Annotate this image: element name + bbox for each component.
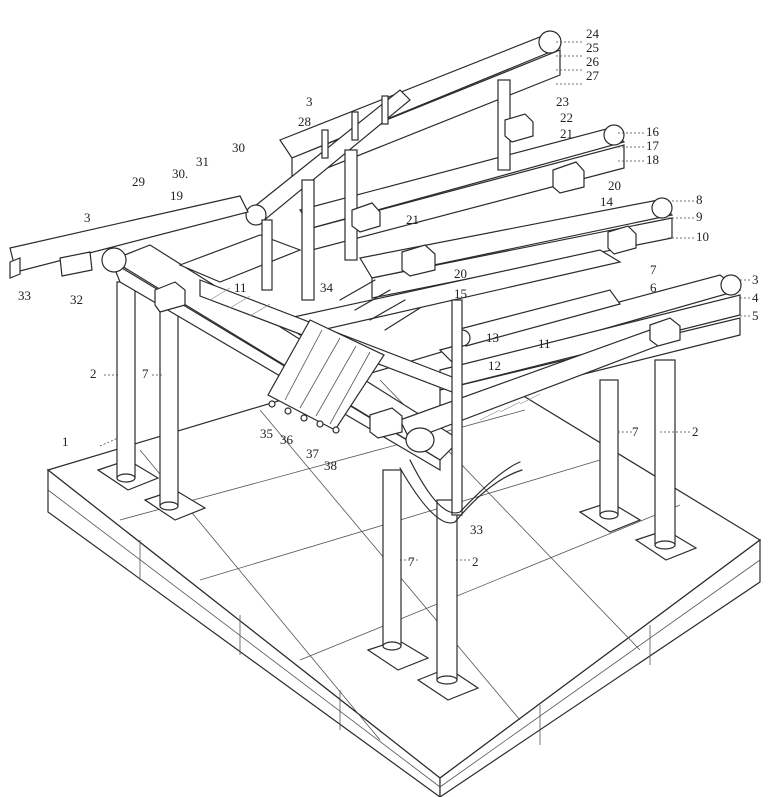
callout-13: 13	[486, 330, 499, 345]
callout-23: 23	[556, 94, 569, 109]
callout-36: 36	[280, 432, 294, 447]
callout-35: 35	[260, 426, 273, 441]
callout-11-left: 11	[234, 280, 247, 295]
callout-31: 31	[196, 154, 209, 169]
callout-32: 32	[70, 292, 83, 307]
callout-2-front: 2	[472, 554, 479, 569]
callout-2-right: 2	[692, 424, 699, 439]
callout-24: 24	[586, 26, 600, 41]
callout-30-top: 30	[232, 140, 245, 155]
callout-6: 6	[650, 280, 657, 295]
callout-15: 15	[454, 286, 467, 301]
callout-10: 10	[696, 229, 709, 244]
callout-labels: 24 25 26 27 3 23 28 22 21 16 17 18 30 31…	[18, 26, 759, 569]
roof-frame	[9, 30, 742, 524]
columns	[116, 281, 676, 685]
callout-3-right: 3	[752, 272, 759, 287]
callout-28: 28	[298, 114, 311, 129]
callout-1: 1	[62, 434, 69, 449]
callout-20-lower: 20	[454, 266, 467, 281]
callout-3-top: 3	[306, 94, 313, 109]
callout-30-lower: 30.	[172, 166, 188, 181]
callout-18: 18	[646, 152, 659, 167]
callout-25: 25	[586, 40, 599, 55]
leader-lines	[99, 41, 750, 561]
callout-7-left: 7	[142, 366, 149, 381]
callout-21-top: 21	[560, 126, 573, 141]
callout-9: 9	[696, 209, 703, 224]
callout-19: 19	[170, 188, 183, 203]
callout-20-upper: 20	[608, 178, 621, 193]
callout-5: 5	[752, 308, 759, 323]
callout-38: 38	[324, 458, 337, 473]
callout-22: 22	[560, 110, 573, 125]
callout-17: 17	[646, 138, 660, 153]
callout-21-mid: 21	[406, 212, 419, 227]
callout-2-left: 2	[90, 366, 97, 381]
callout-33-left: 33	[18, 288, 31, 303]
callout-33-center: 33	[470, 522, 483, 537]
callout-12: 12	[488, 358, 501, 373]
callout-27: 27	[586, 68, 600, 83]
callout-37: 37	[306, 446, 320, 461]
callout-29: 29	[132, 174, 145, 189]
callout-3-left: 3	[84, 210, 91, 225]
callout-7-front: 7	[408, 554, 415, 569]
callout-16: 16	[646, 124, 660, 139]
callout-34: 34	[320, 280, 334, 295]
callout-7-right: 7	[632, 424, 639, 439]
callout-4: 4	[752, 290, 759, 305]
callout-7-upper: 7	[650, 262, 657, 277]
callout-26: 26	[586, 54, 600, 69]
callout-14: 14	[600, 194, 614, 209]
callout-8: 8	[696, 192, 703, 207]
callout-11-right: 11	[538, 336, 551, 351]
